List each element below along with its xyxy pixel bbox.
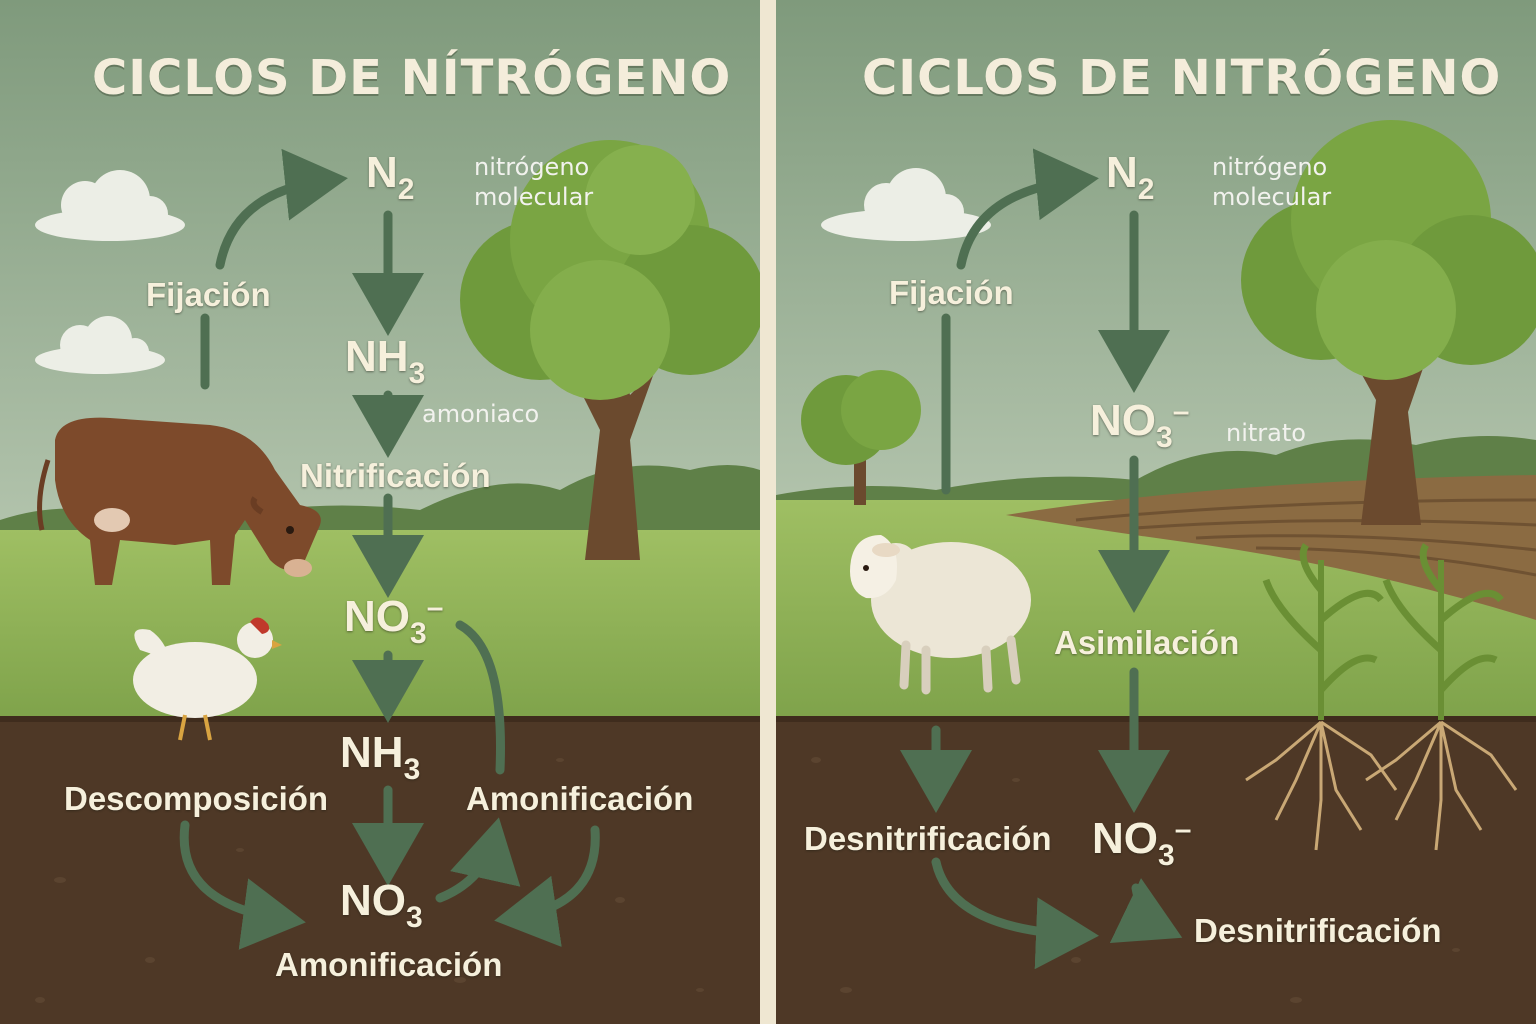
sheep-icon: [850, 535, 1031, 695]
soil-edge: [776, 716, 1536, 722]
fixation-label: Fijación: [889, 274, 1014, 311]
n2-label: N2: [1106, 148, 1155, 206]
page-title: CICLOS DE NÍTRÓGENO: [92, 50, 732, 106]
soil-edge: [0, 716, 760, 722]
n2-label: N2: [366, 148, 415, 206]
tree-icon: [1241, 120, 1536, 525]
arrow-no3-up: [435, 817, 521, 903]
cycle-arrows: [900, 148, 1183, 970]
cow-icon: [37, 417, 321, 585]
nh3-note: amoniaco: [422, 400, 540, 428]
fixation-label: Fijación: [146, 276, 271, 313]
soil-pebbles: [35, 758, 704, 1003]
tree-icon: [801, 370, 921, 505]
ammonification-right-label: Amonificación: [466, 780, 694, 817]
assimilation-label: Asimilación: [1054, 624, 1240, 661]
arrow-decomposition: [179, 820, 306, 950]
fixation-arrow-upper: [215, 148, 348, 270]
no3-bottom-label: NO3: [340, 876, 423, 934]
chicken-icon: [133, 617, 282, 741]
cloud-icon: [35, 316, 165, 374]
corn-plant-icon: [1245, 543, 1398, 851]
fixation-arrow-upper: [956, 148, 1099, 270]
denitrification-bottom-label: Desnitrificación: [1194, 912, 1442, 949]
no3-bottom-label: NO3–: [1092, 813, 1192, 872]
tree-icon: [460, 140, 760, 560]
ammonification-bottom-label: Amonificación: [275, 946, 503, 983]
corn-plant-icon: [1365, 543, 1518, 851]
cycle-arrows: [179, 148, 600, 950]
nitrification-label: Nitrificación: [300, 457, 491, 494]
nh3-top-label: NH3: [345, 332, 426, 390]
left-scene: [0, 0, 760, 1024]
no3-middle-label: NO3–: [344, 591, 444, 650]
arrow-denitrification-bottom: [1109, 878, 1183, 943]
panel-divider: [760, 0, 776, 1024]
decomposition-label: Descomposición: [64, 780, 329, 817]
arrow-ammonification-right: [494, 825, 600, 948]
right-scene: [776, 0, 1536, 1024]
nh3-bottom-label: NH3: [340, 728, 421, 786]
page-title: CICLOS DE NITRÓGENO: [862, 50, 1502, 106]
no3-note: nitrato: [1226, 419, 1306, 447]
no3-top-label: NO3–: [1090, 395, 1190, 454]
denitrification-left-label: Desnitrificación: [804, 820, 1052, 857]
cloud-icon: [821, 168, 991, 241]
arrow-no3-ammonification: [455, 620, 505, 775]
arrow-denitrification-left: [931, 857, 1099, 970]
cloud-icon: [35, 170, 185, 241]
